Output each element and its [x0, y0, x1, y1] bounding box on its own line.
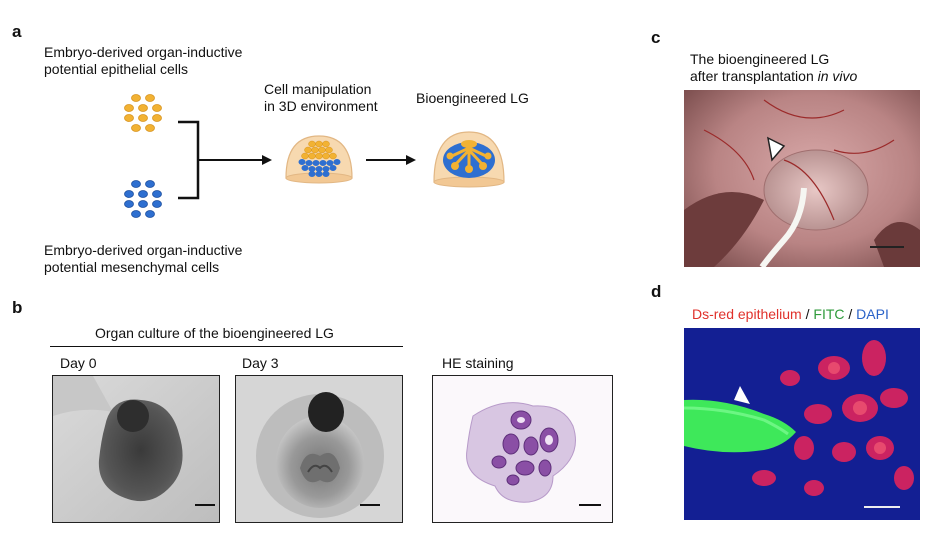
cell-aggregate-dome-icon — [285, 135, 353, 184]
epithelial-cells-caption: Embryo-derived organ-inductive potential… — [44, 44, 242, 78]
transplantation-caption-italic: in vivo — [817, 68, 858, 84]
fluorescence-image — [684, 328, 920, 520]
transplantation-caption-line2: after transplantation in vivo — [690, 68, 857, 85]
in-vivo-photo — [684, 90, 920, 267]
mesenchymal-cells-caption: Embryo-derived organ-inductive potential… — [44, 242, 242, 276]
epithelial-cells-icon — [124, 94, 162, 132]
legend-fitc: FITC — [813, 306, 845, 322]
cell-manipulation-caption: Cell manipulation in 3D environment — [264, 81, 378, 115]
day3-label: Day 3 — [242, 355, 279, 371]
arrow-right-icon — [198, 155, 272, 165]
fluorescence-legend: Ds-red epithelium / FITC / DAPI — [692, 306, 889, 323]
transplantation-caption-plain: after transplantation — [690, 68, 818, 84]
header-rule — [50, 346, 403, 347]
legend-ds-red: Ds-red epithelium — [692, 306, 802, 322]
legend-separator-1: / — [801, 306, 814, 322]
panel-a-label: a — [12, 22, 22, 41]
he-staining-micrograph — [432, 375, 613, 523]
legend-dapi: DAPI — [856, 306, 889, 322]
bracket-line — [178, 120, 200, 200]
bioengineered-lg-dome-icon — [433, 131, 505, 188]
legend-separator-2: / — [844, 306, 857, 322]
arrow-right-icon-2 — [366, 155, 416, 165]
panel-c-label: c — [651, 28, 661, 47]
he-staining-label: HE staining — [442, 355, 514, 371]
schematic-diagram — [124, 94, 505, 218]
day0-micrograph — [52, 375, 220, 523]
arrowhead-marker-icon-2 — [734, 386, 750, 404]
arrowhead-marker-icon — [766, 136, 786, 162]
epithelial-caption-line1: Embryo-derived organ-inductive — [44, 44, 243, 60]
day3-micrograph — [235, 375, 403, 523]
mesenchymal-caption-line1: Embryo-derived organ-inductive — [44, 242, 243, 258]
manipulation-caption-line2: in 3D environment — [264, 98, 378, 114]
organ-culture-header: Organ culture of the bioengineered LG — [95, 325, 334, 341]
mesenchymal-caption-line2: potential mesenchymal cells — [44, 259, 220, 275]
bioengineered-lg-caption: Bioengineered LG — [416, 90, 529, 106]
transplantation-caption: The bioengineered LG after transplantati… — [690, 51, 857, 85]
manipulation-caption-line1: Cell manipulation — [264, 81, 372, 97]
transplantation-caption-line1: The bioengineered LG — [690, 51, 830, 67]
panel-d-label: d — [651, 282, 662, 301]
epithelial-caption-line2: potential epithelial cells — [44, 61, 188, 77]
day0-label: Day 0 — [60, 355, 97, 371]
panel-b-label: b — [12, 298, 23, 317]
mesenchymal-cells-icon — [124, 180, 162, 218]
